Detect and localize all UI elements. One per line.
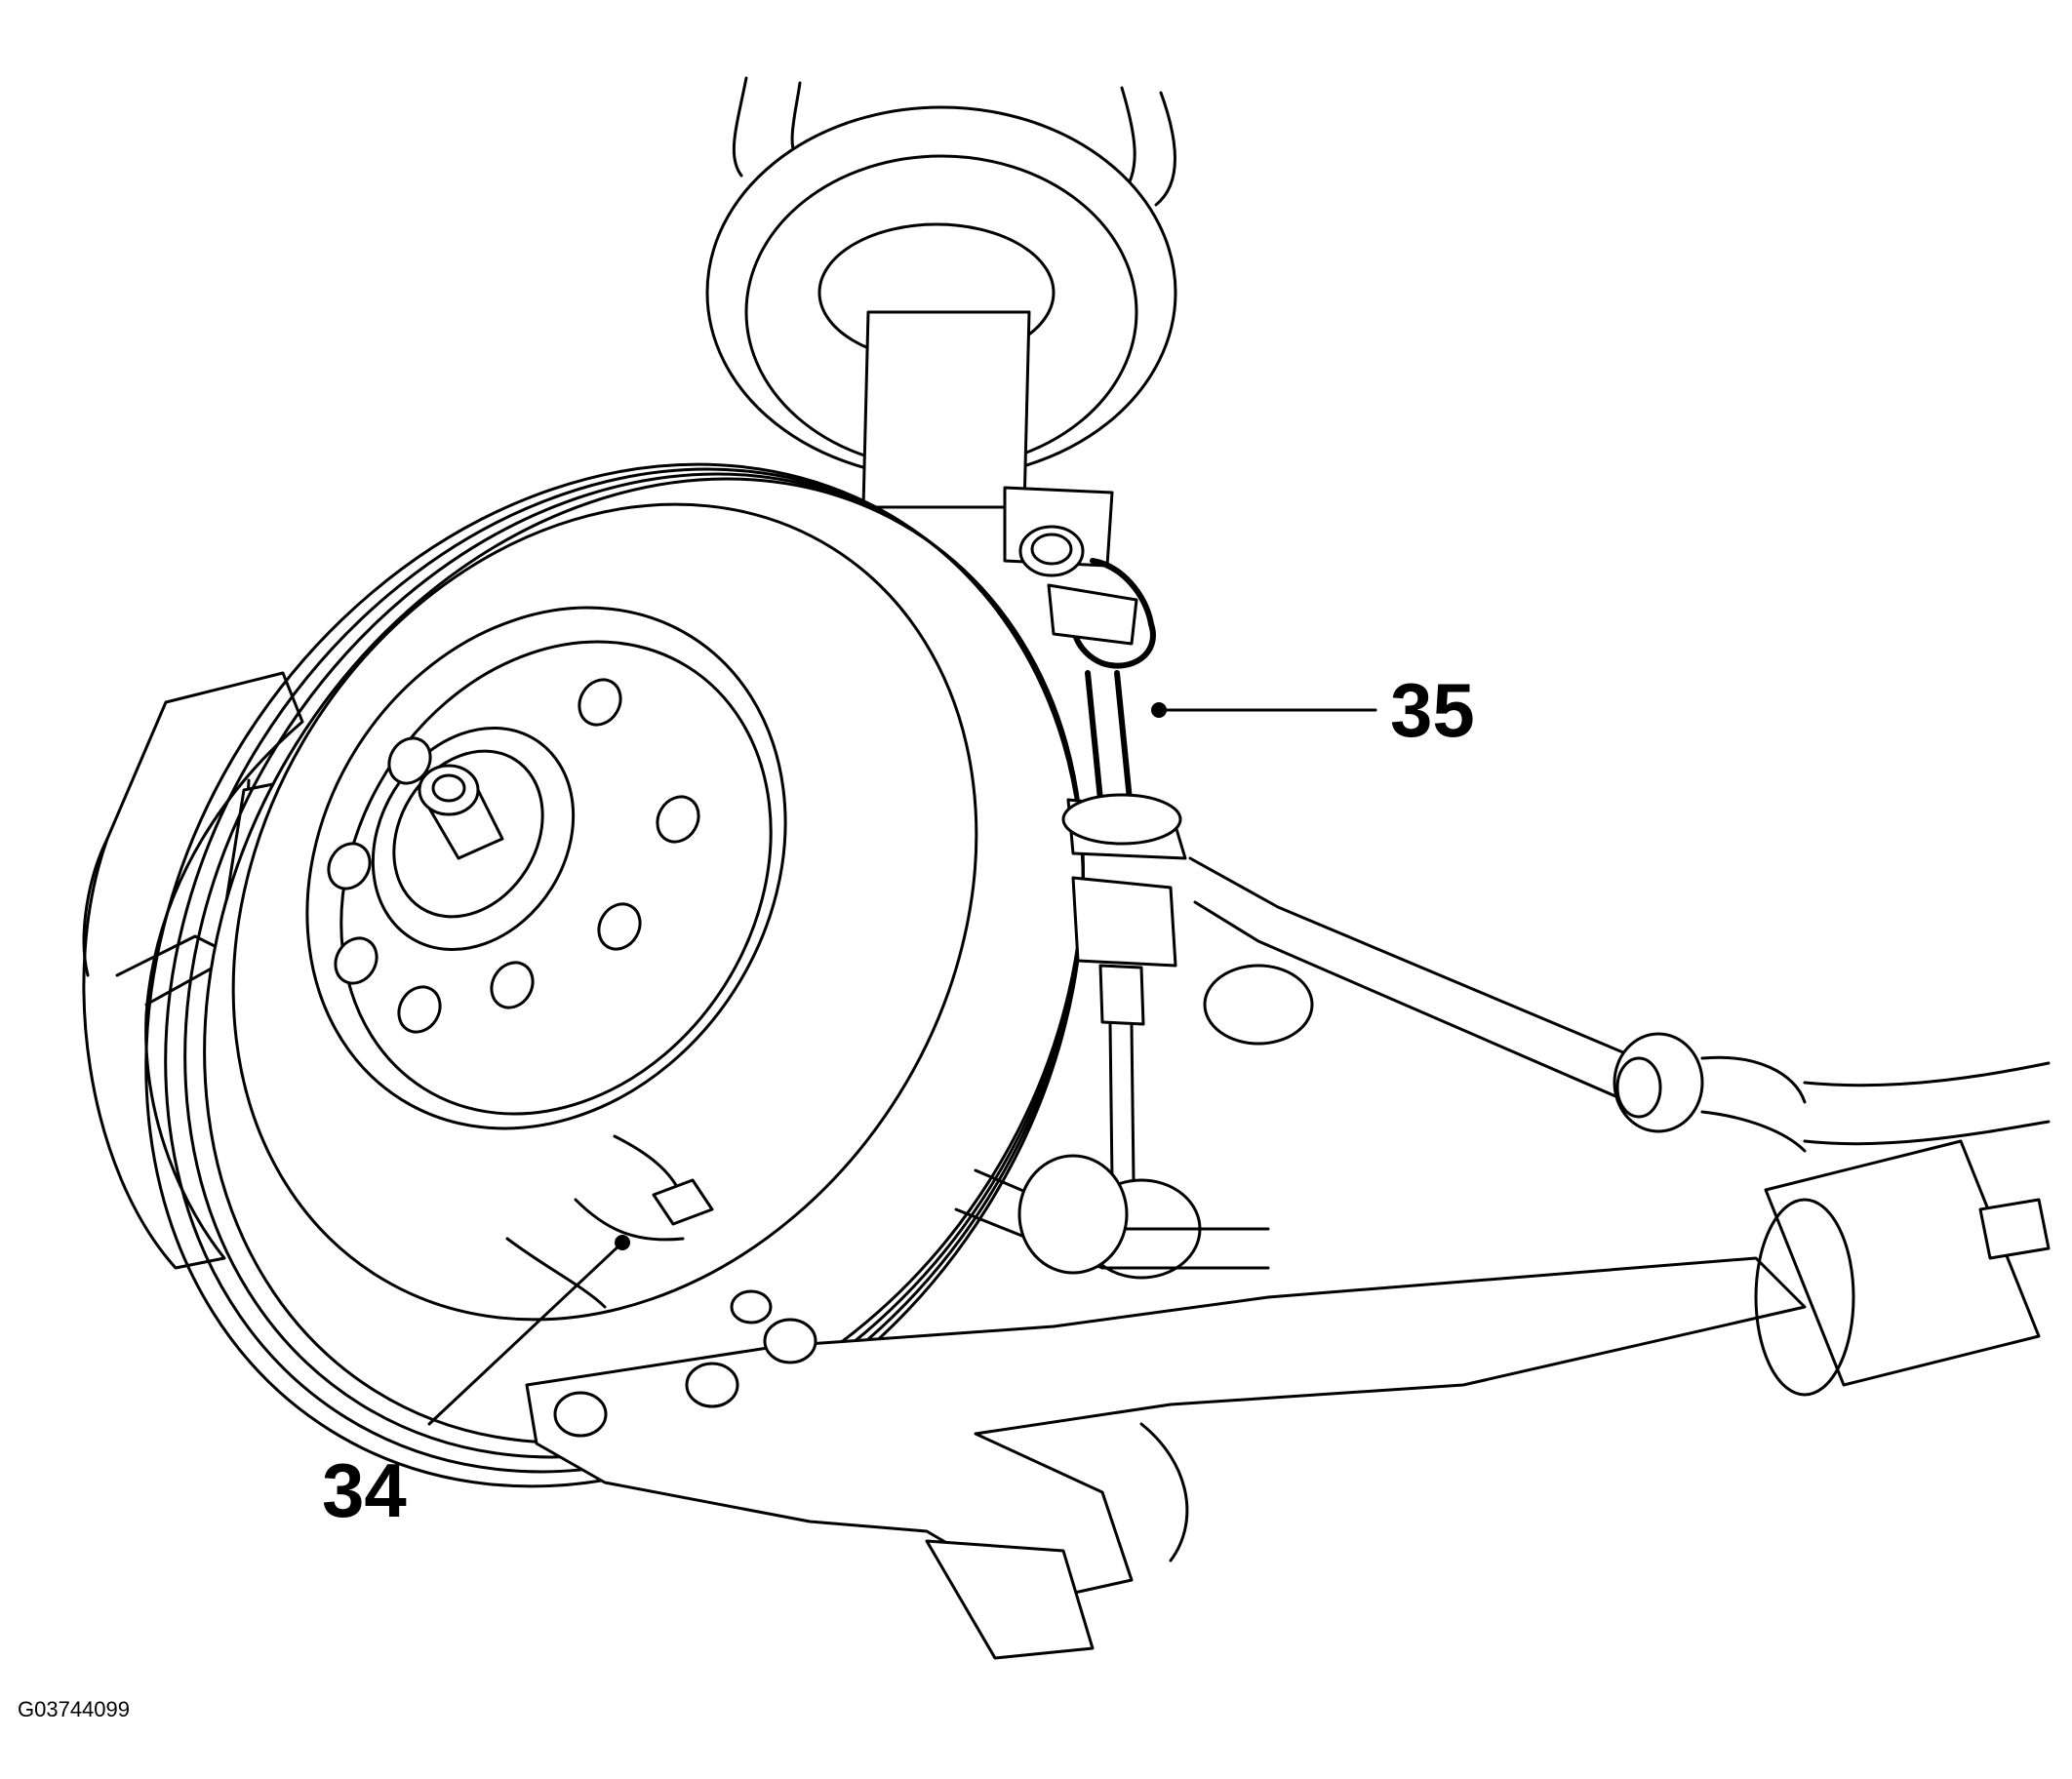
figure-id: G03744099 <box>18 1697 130 1721</box>
wheel-bolt-holes <box>327 678 700 1034</box>
control-arm-bushing <box>1754 1139 2051 1397</box>
callout-35: 35 <box>1151 667 1475 753</box>
callout-34: 34 <box>322 1235 630 1533</box>
callout-34-label: 34 <box>322 1447 407 1533</box>
strut-body <box>861 310 1114 568</box>
sensor-wire-clip <box>505 1134 714 1309</box>
mounting-bolts <box>553 1289 817 1438</box>
callout-35-label: 35 <box>1390 667 1475 753</box>
callout-34-leader <box>427 1241 624 1426</box>
control-arm <box>525 1154 1807 1660</box>
stabilizer-bar <box>1188 856 2051 1153</box>
stabilizer-link <box>1018 525 1187 860</box>
